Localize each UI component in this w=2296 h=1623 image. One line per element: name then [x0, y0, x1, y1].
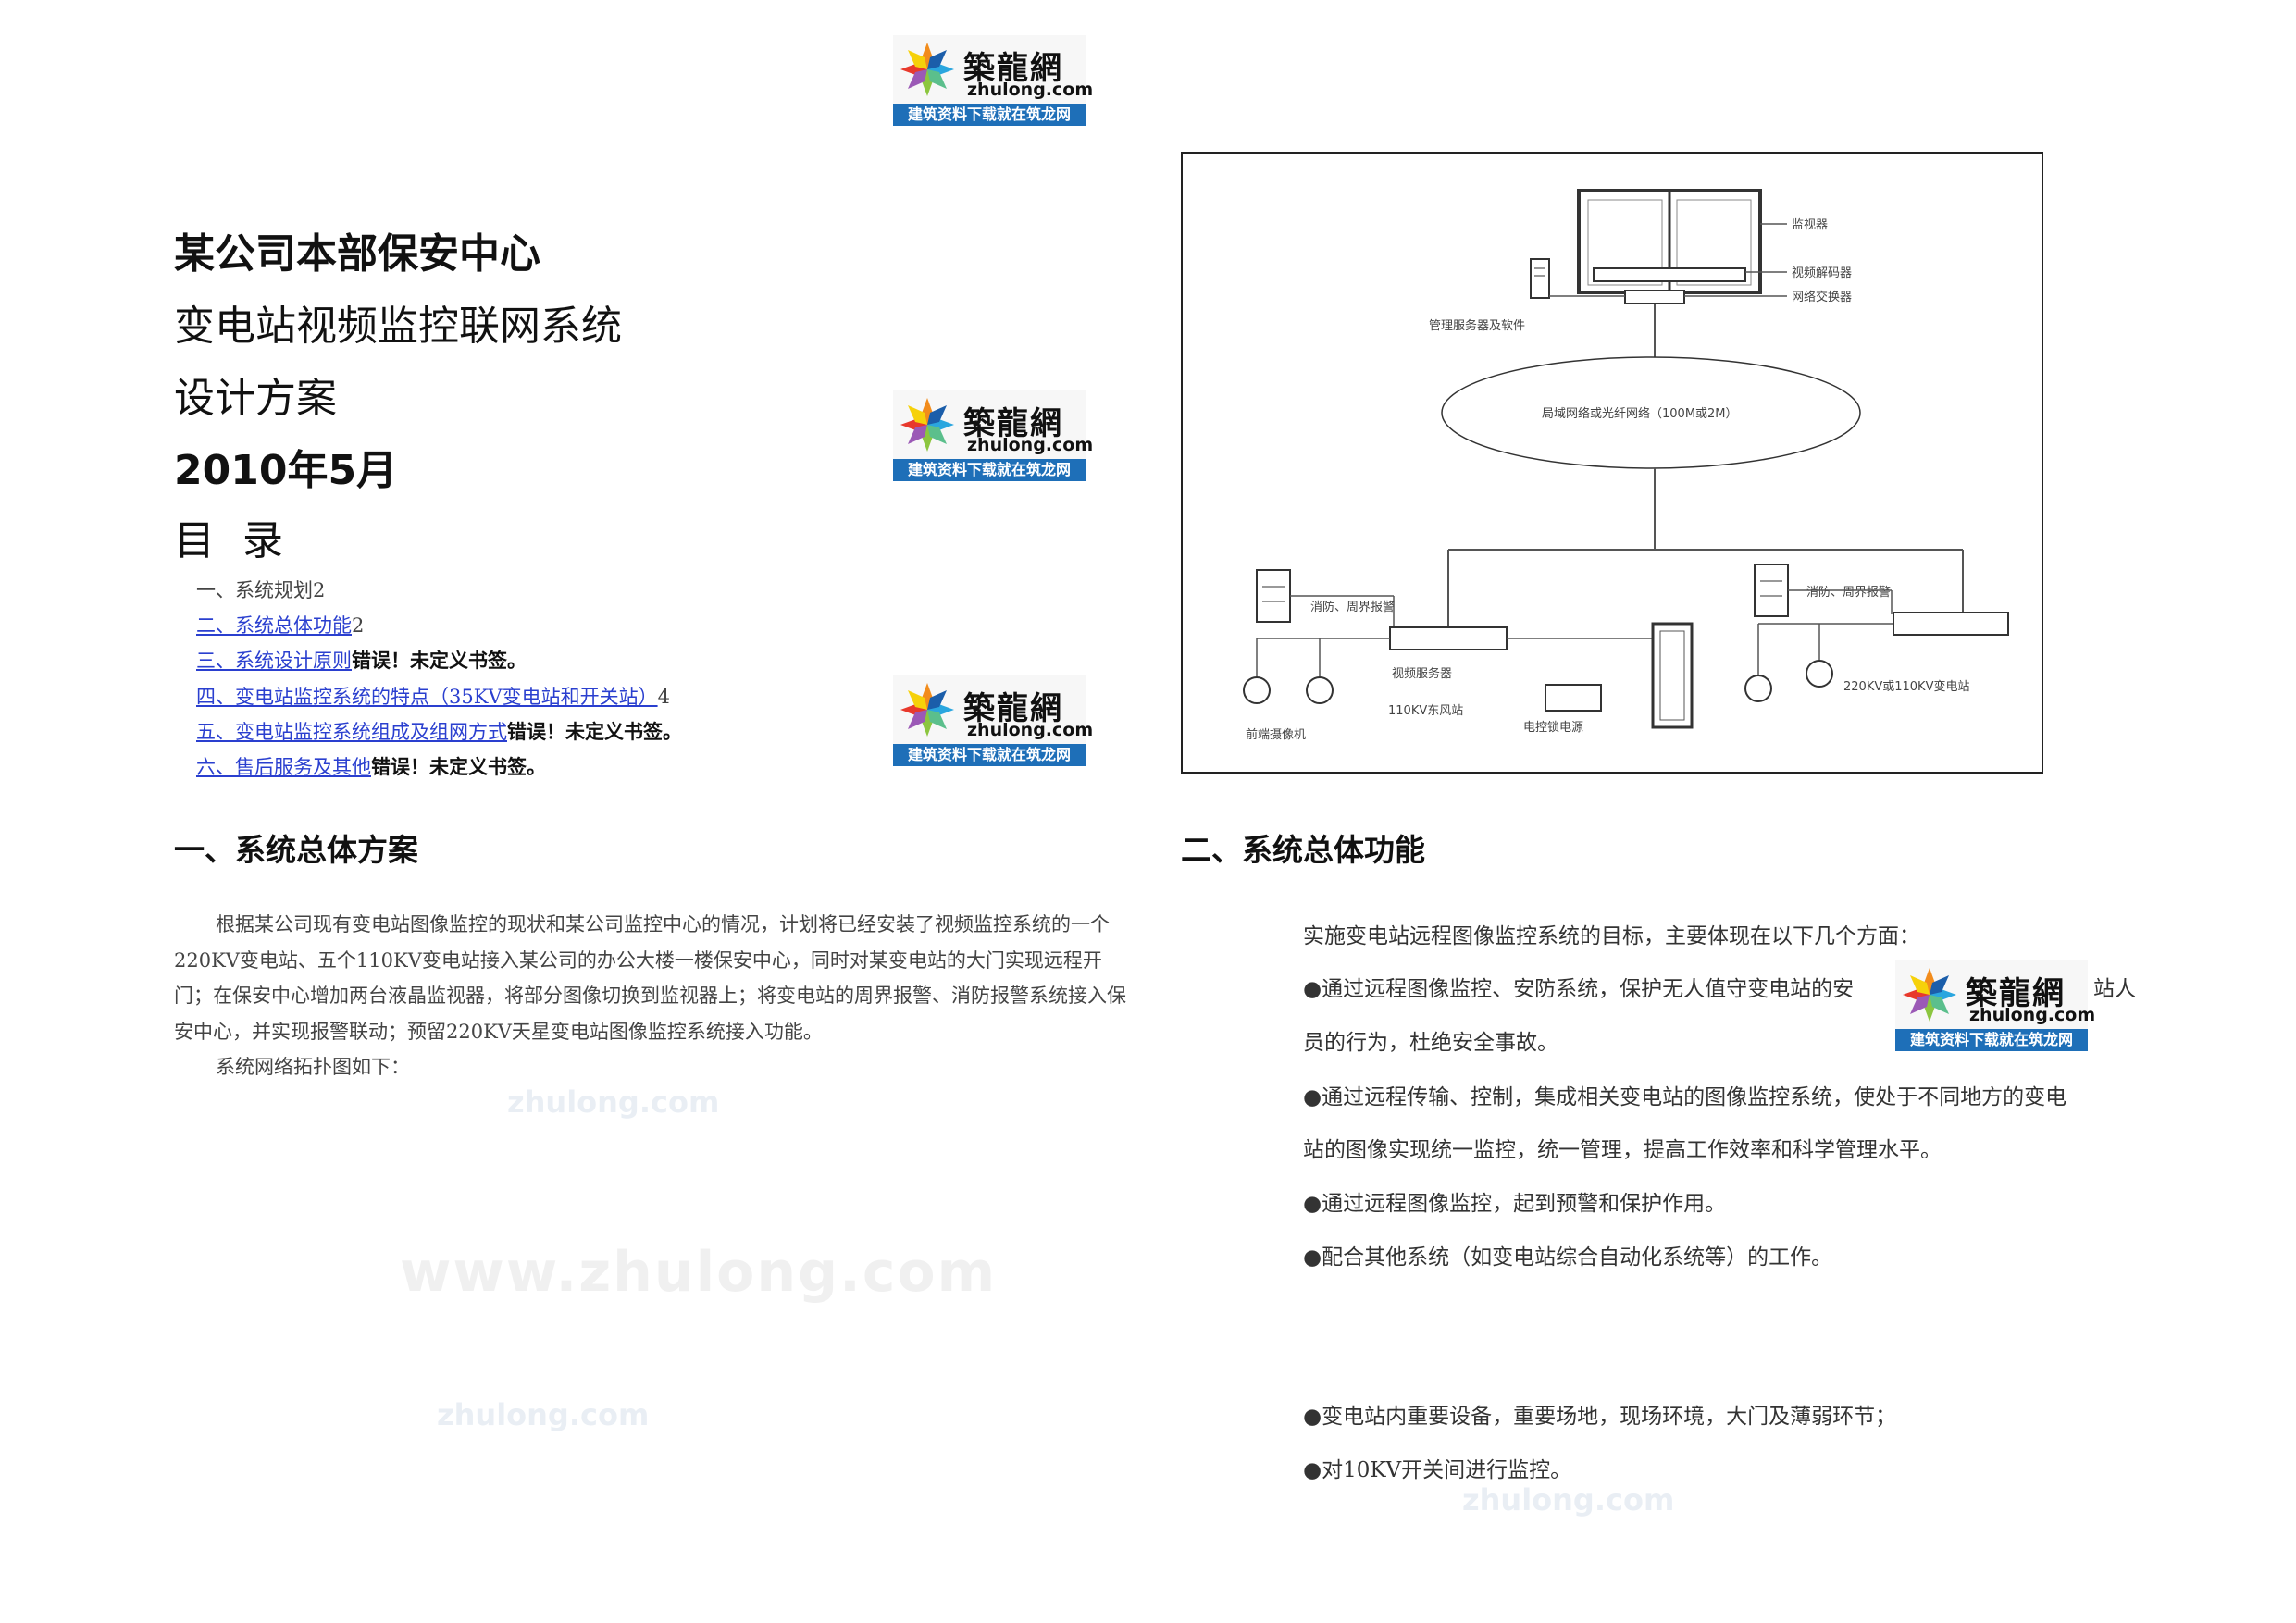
camera-icon [1243, 676, 1271, 704]
section2-bullet-2b: 站的图像实现统一监控，统一管理，提高工作效率和科学管理水平。 [1303, 1138, 1942, 1162]
label-video-server: 视频服务器 [1392, 666, 1452, 681]
section2-intro: 实施变电站远程图像监控系统的目标，主要体现在以下几个方面： [1303, 924, 1920, 948]
section2-bullet-1a: ●通过远程图像监控、安防系统，保护无人值守变电站的安 [1303, 977, 1855, 1001]
toc-item-2[interactable]: 二、系统总体功能2 [196, 611, 364, 638]
section2-bullet-3: ●通过远程图像监控，起到预警和保护作用。 [1303, 1192, 1727, 1216]
section2-bullet-6: ●对10KV开关间进行监控。 [1303, 1458, 1572, 1482]
title-date: 2010年5月 [174, 447, 398, 494]
flower-logo-icon [1903, 968, 1956, 1022]
section2-bullet-4: ●配合其他系统（如变电站综合自动化系统等）的工作。 [1303, 1245, 1833, 1270]
toc-item-link[interactable]: 三、系统设计原则 [196, 650, 352, 672]
toc-item-error: 错误！未定义书签。 [371, 756, 546, 778]
section1-topology-note: 系统网络拓扑图如下： [216, 1056, 410, 1078]
decoder-device [1593, 267, 1746, 282]
title-line-3: 设计方案 [174, 375, 337, 422]
label-station-right: 220KV或110KV变电站 [1843, 679, 1969, 694]
logo-slogan: 建筑资料下载就在筑龙网 [893, 104, 1086, 126]
alarm-panel-left [1256, 569, 1291, 623]
network-topology-diagram: 监视器 视频解码器 网络交换器 管理服务器及软件 局域网络或光纤网络（100M或… [1181, 152, 2043, 774]
label-server-software: 管理服务器及软件 [1429, 318, 1525, 333]
label-monitor: 监视器 [1792, 218, 1828, 232]
logo-name-cn: 築龍網 [963, 405, 1063, 442]
logo-name-cn: 築龍網 [963, 50, 1063, 87]
zhulong-logo: 築龍網 zhulong.com 建筑资料下载就在筑龙网 [1895, 960, 2095, 1051]
logo-name-cn: 築龍網 [1966, 975, 2066, 1012]
toc-item-page: 2 [313, 579, 326, 601]
label-station-left: 110KV东风站 [1388, 704, 1463, 718]
zhulong-logo: 築龍網 zhulong.com 建筑资料下载就在筑龙网 [893, 390, 1093, 481]
section2-bullet-1b: 站人 [2093, 977, 2136, 1001]
toc-item-error: 错误！未定义书签。 [507, 721, 682, 743]
network-switch-device [1624, 290, 1685, 304]
logo-name-cn: 築龍網 [963, 690, 1063, 727]
watermark-text: zhulong.com [437, 1397, 650, 1432]
zhulong-logo: 築龍網 zhulong.com 建筑资料下载就在筑龙网 [893, 35, 1093, 126]
flower-logo-icon [900, 43, 954, 96]
section2-heading: 二、系统总体功能 [1181, 832, 1425, 868]
toc-item-5[interactable]: 五、变电站监控系统组成及组网方式错误！未定义书签。 [196, 717, 682, 745]
toc-item-link[interactable]: 四、变电站监控系统的特点（35KV变电站和开关站） [196, 686, 658, 708]
server-pc-icon [1530, 258, 1550, 299]
toc-item-link[interactable]: 五、变电站监控系统组成及组网方式 [196, 721, 507, 743]
watermark-text: zhulong.com [1462, 1482, 1675, 1518]
label-alarm-right: 消防、周界报警 [1806, 585, 1891, 600]
flower-logo-icon [900, 398, 954, 452]
camera-icon [1806, 660, 1833, 688]
logo-slogan: 建筑资料下载就在筑龙网 [1895, 1029, 2088, 1051]
toc-heading: 目 录 [174, 517, 291, 564]
section2-bullet-1c: 员的行为，杜绝安全事故。 [1303, 1031, 1558, 1055]
logo-slogan: 建筑资料下载就在筑龙网 [893, 459, 1086, 481]
watermark-text: zhulong.com [507, 1084, 720, 1120]
toc-item-page: 2 [352, 614, 365, 637]
section2-bullet-2a: ●通过远程传输、控制，集成相关变电站的图像监控系统，使处于不同地方的变电 [1303, 1085, 2067, 1109]
toc-item-link[interactable]: 二、系统总体功能 [196, 614, 352, 637]
toc-item-3[interactable]: 三、系统设计原则错误！未定义书签。 [196, 646, 527, 674]
toc-item-page: 4 [657, 686, 670, 708]
camera-icon [1744, 675, 1772, 702]
alarm-panel-right [1754, 564, 1789, 617]
label-lock-power: 电控锁电源 [1523, 720, 1583, 735]
section1-heading: 一、系统总体方案 [174, 832, 418, 868]
label-network: 局域网络或光纤网络（100M或2M） [1542, 406, 1738, 421]
zhulong-logo: 築龍網 zhulong.com 建筑资料下载就在筑龙网 [893, 675, 1093, 766]
logo-name-en: zhulong.com [1969, 1005, 2096, 1025]
label-switch: 网络交换器 [1792, 290, 1852, 304]
label-cameras: 前端摄像机 [1246, 727, 1306, 742]
section1-paragraph: 根据某公司现有变电站图像监控的现状和某公司监控中心的情况，计划将已经安装了视频监… [174, 913, 1126, 1043]
label-decoder: 视频解码器 [1792, 266, 1852, 280]
video-server-right [1893, 612, 2009, 636]
logo-name-en: zhulong.com [967, 720, 1094, 740]
title-line-1: 某公司本部保安中心 [174, 230, 540, 278]
watermark-url: www.zhulong.com [400, 1240, 998, 1305]
toc-item-link[interactable]: 六、售后服务及其他 [196, 756, 371, 778]
logo-name-en: zhulong.com [967, 435, 1094, 455]
logo-slogan: 建筑资料下载就在筑龙网 [893, 744, 1086, 766]
toc-item-text: 一、系统规划 [196, 579, 313, 601]
label-alarm-left: 消防、周界报警 [1310, 600, 1395, 614]
toc-item-1[interactable]: 一、系统规划2 [196, 576, 325, 603]
toc-item-error: 错误！未定义书签。 [352, 650, 527, 672]
section2-bullet-5: ●变电站内重要设备，重要场地，现场环境，大门及薄弱环节； [1303, 1405, 1897, 1429]
network-cloud [1441, 356, 1861, 469]
flower-logo-icon [900, 683, 954, 737]
door-icon [1651, 622, 1694, 729]
video-server-left [1389, 626, 1508, 650]
logo-name-en: zhulong.com [967, 80, 1094, 100]
toc-item-4[interactable]: 四、变电站监控系统的特点（35KV变电站和开关站）4 [196, 682, 670, 710]
lock-power-icon [1545, 684, 1602, 712]
title-line-2: 变电站视频监控联网系统 [174, 303, 622, 350]
camera-icon [1306, 676, 1334, 704]
toc-item-6[interactable]: 六、售后服务及其他错误！未定义书签。 [196, 752, 546, 780]
